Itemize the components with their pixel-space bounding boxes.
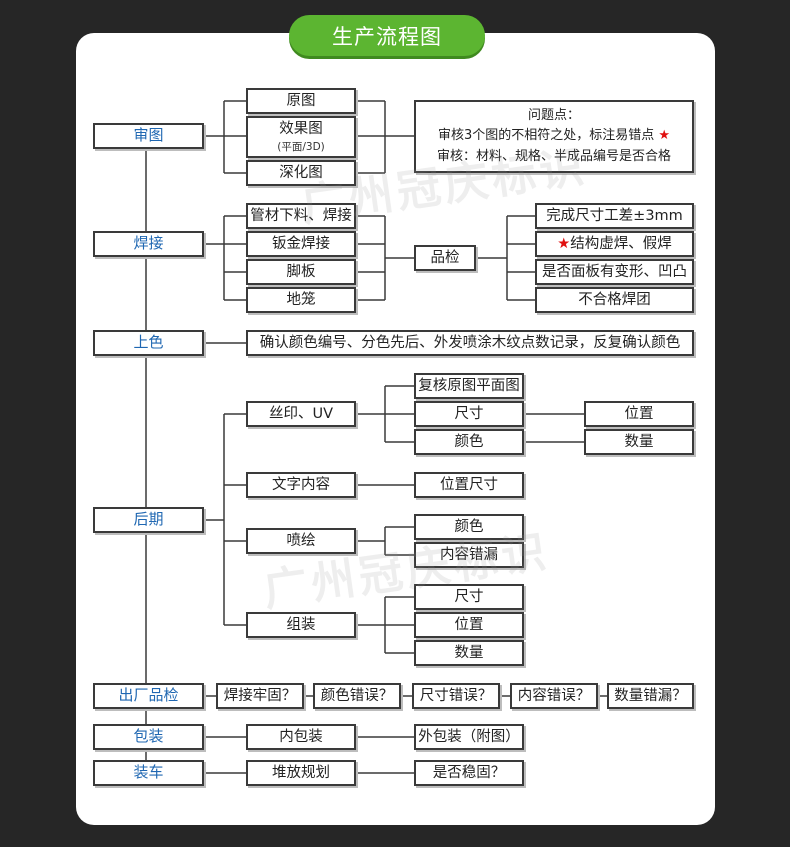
qc-content-error: 内容错误？ bbox=[510, 683, 598, 709]
effect-drawing-label: 效果图 bbox=[279, 121, 323, 138]
silk-quantity: 数量 bbox=[584, 429, 694, 455]
loading-stable: 是否稳固？ bbox=[414, 760, 524, 786]
welding-check-weld: ★结构虚焊、假焊 bbox=[535, 231, 694, 257]
qc-quantity-error: 数量错漏？ bbox=[607, 683, 694, 709]
stage-welding: 焊接 bbox=[93, 231, 204, 257]
star-icon: ★ bbox=[658, 128, 671, 144]
review-effect-drawing: 效果图 (平面/3D) bbox=[246, 116, 356, 158]
welding-item-sheet-metal: 钣金焊接 bbox=[246, 231, 356, 257]
qc-weld-firm: 焊接牢固？ bbox=[216, 683, 304, 709]
post-silk-uv: 丝印、UV bbox=[246, 401, 356, 427]
page-title: 生产流程图 bbox=[289, 15, 485, 56]
welding-check-panel: 是否面板有变形、凹凸 bbox=[535, 259, 694, 285]
silk-size: 尺寸 bbox=[414, 401, 524, 427]
welding-item-footplate: 脚板 bbox=[246, 259, 356, 285]
stage-factory-qc: 出厂品检 bbox=[93, 683, 204, 709]
assembly-quantity: 数量 bbox=[414, 640, 524, 666]
star-icon: ★ bbox=[557, 235, 571, 252]
assembly-position: 位置 bbox=[414, 612, 524, 638]
review-detail-drawing: 深化图 bbox=[246, 160, 356, 186]
packing-inner: 内包装 bbox=[246, 724, 356, 750]
stage-post: 后期 bbox=[93, 507, 204, 533]
assembly-size: 尺寸 bbox=[414, 584, 524, 610]
note-line-1: 审核3个图的不相符之处，标注易错点 ★ bbox=[437, 128, 671, 144]
spray-color: 颜色 bbox=[414, 514, 524, 540]
note-line-2: 审核：材料、规格、半成品编号是否合格 bbox=[436, 148, 671, 164]
post-spray: 喷绘 bbox=[246, 528, 356, 554]
stage-coloring: 上色 bbox=[93, 330, 204, 356]
post-text-content: 文字内容 bbox=[246, 472, 356, 498]
coloring-desc: 确认颜色编号、分色先后、外发喷涂木纹点数记录，反复确认颜色 bbox=[246, 330, 694, 356]
spray-content-error: 内容错漏 bbox=[414, 542, 524, 568]
welding-check-bad-weld: 不合格焊团 bbox=[535, 287, 694, 313]
welding-check-tolerance: 完成尺寸工差±3mm bbox=[535, 203, 694, 229]
effect-drawing-sub: (平面/3D) bbox=[277, 140, 325, 153]
text-position-size: 位置尺寸 bbox=[414, 472, 524, 498]
welding-item-pipe: 管材下料、焊接 bbox=[246, 203, 356, 229]
loading-stack-plan: 堆放规划 bbox=[246, 760, 356, 786]
silk-recheck: 复核原图平面图 bbox=[414, 373, 524, 399]
review-original-drawing: 原图 bbox=[246, 88, 356, 114]
note-title: 问题点： bbox=[527, 108, 580, 124]
stage-review: 审图 bbox=[93, 123, 204, 149]
qc-color-error: 颜色错误？ bbox=[313, 683, 401, 709]
stage-loading: 装车 bbox=[93, 760, 204, 786]
welding-item-base-cage: 地笼 bbox=[246, 287, 356, 313]
post-assembly: 组装 bbox=[246, 612, 356, 638]
welding-qc: 品检 bbox=[414, 245, 476, 271]
silk-color: 颜色 bbox=[414, 429, 524, 455]
silk-position: 位置 bbox=[584, 401, 694, 427]
review-issue-note: 问题点： 审核3个图的不相符之处，标注易错点 ★ 审核：材料、规格、半成品编号是… bbox=[414, 100, 694, 173]
qc-size-error: 尺寸错误？ bbox=[412, 683, 500, 709]
packing-outer: 外包装（附图） bbox=[414, 724, 524, 750]
stage-packing: 包装 bbox=[93, 724, 204, 750]
